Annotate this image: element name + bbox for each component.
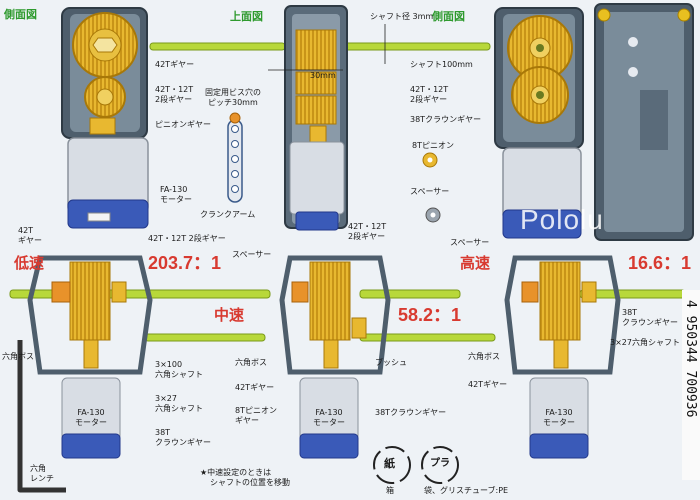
motor-mid-line2: モーター — [313, 418, 345, 427]
label-left-42t-line2: ギヤー — [18, 236, 42, 245]
label-screw-pitch-line2: ピッチ30mm — [208, 98, 258, 107]
label-crown-38t-mid: 38Tクラウンギヤー — [375, 408, 447, 417]
label-right-42t-12t-line1: 42T・12T — [410, 85, 449, 94]
side-view-left — [61, 7, 149, 229]
label-shaft-3x27-line2: 六角シャフト — [155, 404, 203, 413]
bottom-shaft-mid — [144, 333, 266, 342]
label-42t-12t-2stage: 42T・12T 2段ギヤー — [148, 234, 226, 243]
motor-mid-label: FA-130 モーター — [300, 408, 358, 428]
motor-high-line2: モーター — [543, 418, 575, 427]
speed-mid-name: 中速 — [214, 306, 245, 324]
label-hex-boss-right: 六角ボス — [468, 352, 500, 361]
label-screw-pitch-line1: 固定用ビス穴の — [205, 88, 261, 97]
label-pinion-gear: ピニオンギヤー — [155, 120, 211, 129]
label-42t-12t-line1: 42T・12T — [155, 85, 194, 94]
bottom-shaft-top — [9, 289, 271, 299]
top-view-title: 上面図 — [230, 10, 263, 23]
label-crown-38t-left-line1: 38T — [155, 428, 171, 437]
note-line2: シャフトの位置を移動 — [210, 478, 290, 487]
label-crank-arm: クランクアーム — [200, 210, 256, 219]
label-42t-gear-mid: 42Tギヤー — [235, 383, 275, 392]
gearbox-low-speed — [27, 255, 153, 459]
label-box: 箱 — [386, 486, 394, 495]
label-42t-12t-line2: 2段ギヤー — [155, 95, 193, 104]
label-bag-material: 袋、グリスチューブ:PE — [424, 486, 509, 495]
recycle-plastic-icon — [421, 446, 459, 484]
label-shaft-3x100-line2: 六角シャフト — [155, 370, 203, 379]
top-shaft-right — [344, 42, 491, 51]
motor-low-label: FA-130 モーター — [62, 408, 120, 428]
motor-high-line1: FA-130 — [545, 408, 573, 417]
label-bush: ブッシュ — [375, 358, 407, 367]
note-line1: ★中速設定のときは — [200, 468, 272, 477]
side-view-left-title: 側面図 — [4, 8, 37, 21]
speed-high-name: 高速 — [460, 254, 491, 272]
shaft-length-label: シャフト100mm — [410, 60, 473, 69]
label-pinion-8t-mid-line2: ギヤー — [235, 416, 259, 425]
label-crown-38t-left-line2: クラウンギヤー — [155, 438, 211, 447]
label-shaft-3x100-line1: 3×100 — [155, 360, 183, 369]
motor-low-line2: モーター — [75, 418, 107, 427]
motor-mid-line1: FA-130 — [315, 408, 343, 417]
label-crown-38t-right-line2: クラウンギヤー — [622, 318, 678, 327]
span-30mm-label: 30mm — [310, 71, 336, 80]
motor-low-line1: FA-130 — [77, 408, 105, 417]
gearbox-high-speed — [504, 255, 621, 459]
label-center-42t-12t-line1: 42T・12T — [348, 222, 387, 231]
label-left-42t-line1: 42T — [18, 226, 34, 235]
crank-arm — [227, 112, 243, 203]
barcode-area — [682, 290, 700, 480]
label-hex-wrench-line2: レンチ — [30, 474, 54, 483]
watermark: Pololu — [520, 204, 604, 235]
label-center-42t-12t-line2: 2段ギヤー — [348, 232, 386, 241]
speed-low-name: 低速 — [14, 254, 45, 272]
motor-high-label: FA-130 モーター — [530, 408, 588, 428]
housing-panel-right — [594, 3, 694, 241]
label-fa130-line2: モーター — [160, 195, 192, 204]
label-42t-gear: 42Tギヤー — [155, 60, 195, 69]
label-crown-38t-right-line1: 38T — [622, 308, 638, 317]
bottom-shaft-mid-right — [359, 333, 496, 342]
bottom-shaft-right-top — [359, 289, 461, 299]
motor-top-view — [289, 141, 345, 215]
label-42t-gear-right: 42Tギヤー — [468, 380, 508, 389]
speed-mid-ratio: 58.2：1 — [398, 305, 462, 325]
label-spacer-mid: スペーサー — [232, 250, 272, 259]
label-hex-boss-left: 六角ボス — [2, 352, 34, 361]
hex-wrench — [17, 340, 66, 493]
label-pinion-8t-mid-line1: 8Tピニオン — [235, 406, 277, 415]
side-view-right-title: 側面図 — [432, 10, 465, 23]
speed-high-ratio: 16.6：1 — [628, 253, 692, 273]
gearbox-mid-speed — [279, 255, 391, 459]
label-spacer-right: スペーサー — [450, 238, 490, 247]
label-hex-shaft-3x27-right: 3×27六角シャフト — [610, 338, 680, 347]
recycle-paper-text: 紙 — [384, 457, 395, 470]
label-crown-38t: 38Tクラウンギヤー — [410, 115, 482, 124]
label-pinion-8t: 8Tピニオン — [412, 141, 454, 150]
recycle-paper-icon — [373, 446, 411, 484]
label-shaft-3x27-line1: 3×27 — [155, 394, 177, 403]
label-hex-boss-mid: 六角ボス — [235, 358, 267, 367]
barcode-number: 4 950344 700936 — [683, 300, 698, 418]
speed-low-ratio: 203.7：1 — [148, 253, 222, 273]
top-shaft-left — [149, 42, 286, 51]
recycle-plastic-text: プラ — [430, 458, 450, 469]
label-spacer: スペーサー — [410, 187, 450, 196]
label-right-42t-12t-line2: 2段ギヤー — [410, 95, 448, 104]
top-view — [268, 5, 386, 231]
shaft-diameter-label: シャフト径 3mm — [370, 12, 434, 21]
side-view-right — [494, 7, 584, 239]
label-hex-wrench-line1: 六角 — [30, 464, 46, 473]
label-fa130-line1: FA-130 — [160, 185, 188, 194]
